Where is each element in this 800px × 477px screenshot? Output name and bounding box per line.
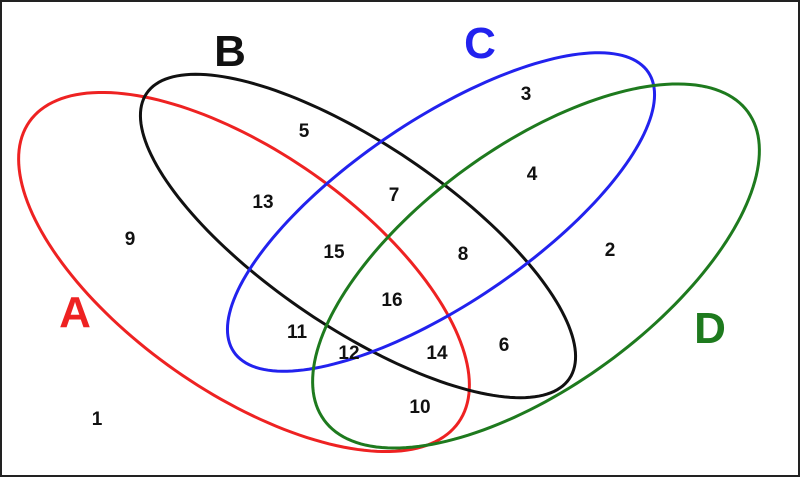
region-15: 15: [323, 242, 345, 263]
region-6: 6: [499, 335, 510, 356]
region-12: 12: [338, 343, 359, 364]
set-c-label: C: [464, 19, 496, 68]
region-7: 7: [389, 185, 400, 206]
region-14: 14: [426, 343, 448, 364]
region-5: 5: [299, 121, 310, 142]
region-16: 16: [381, 290, 402, 311]
set-b-ellipse: [138, 72, 578, 400]
set-d-label: D: [694, 304, 726, 353]
set-b-label: B: [214, 27, 246, 76]
set-d-ellipse: [311, 82, 761, 450]
set-a-ellipse: [17, 90, 471, 454]
region-13: 13: [252, 192, 273, 213]
set-c-ellipse: [225, 51, 657, 373]
region-2: 2: [605, 240, 616, 261]
region-11: 11: [287, 322, 308, 343]
region-1: 1: [92, 409, 103, 430]
region-3: 3: [521, 84, 532, 105]
region-10: 10: [409, 397, 430, 418]
region-9: 9: [125, 229, 136, 250]
set-a-label: A: [59, 288, 91, 337]
region-8: 8: [458, 244, 469, 265]
region-4: 4: [527, 164, 538, 185]
